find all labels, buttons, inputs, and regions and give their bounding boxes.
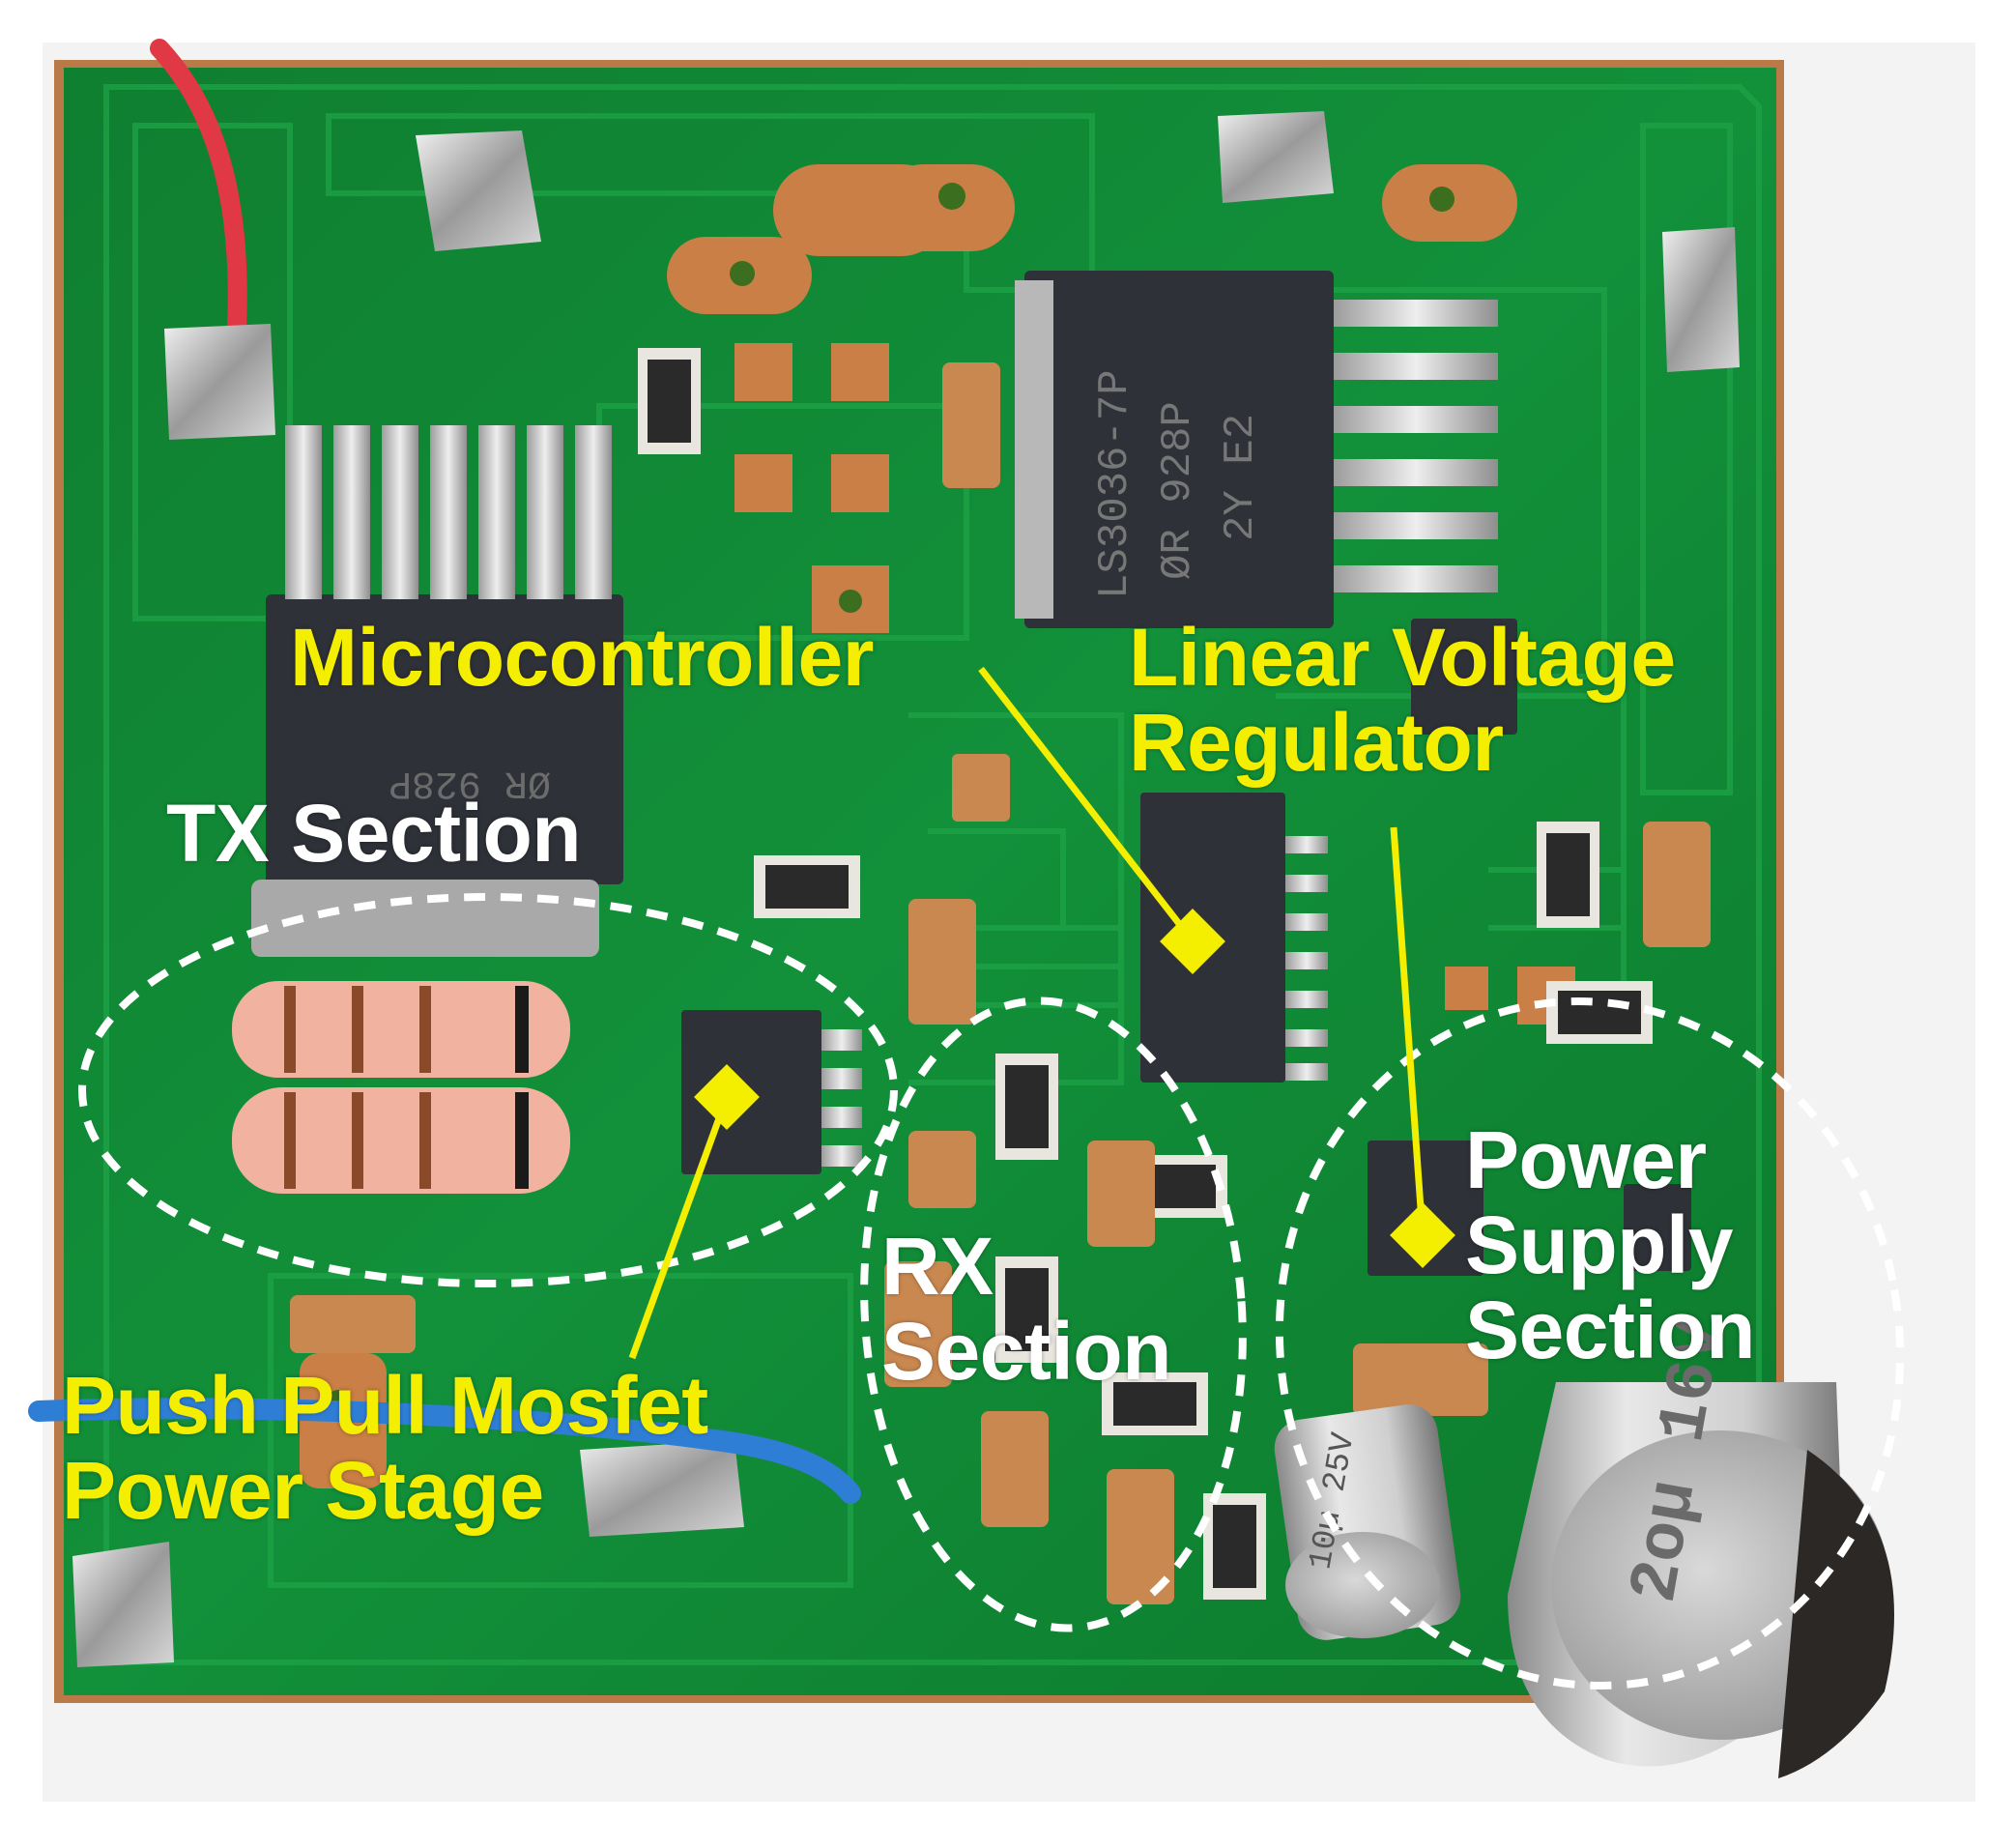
section-outlines <box>78 893 1905 1689</box>
regulator-diamond-icon <box>1390 1202 1455 1268</box>
regulator-marking-1: LS3036-7P <box>1091 369 1139 599</box>
regulator-callout-line <box>1390 826 1426 1236</box>
tx-section-outline <box>78 893 898 1287</box>
regulator-marking-2: ØR 928P <box>1154 401 1202 580</box>
smd-components <box>290 348 1711 1604</box>
blue-wire <box>28 1398 861 1504</box>
callouts <box>628 666 1455 1360</box>
rx-section-outline <box>860 996 1247 1632</box>
push-pull-label: Push Pull Mosfet Power Stage <box>62 1360 708 1536</box>
regulator-chip-top: LS3036-7P ØR 928P 2Y E2 <box>1015 271 1498 628</box>
large-capacitor: 2oµ 16V <box>1508 1315 1894 1778</box>
tx-section-label: TX Section <box>166 788 582 879</box>
power-supply-outline <box>1275 997 1905 1689</box>
tx-chip-marking: ØR 928P <box>389 761 551 804</box>
microcontroller-callout-line <box>978 666 1196 945</box>
pushpull-callout-line <box>628 1095 731 1360</box>
power-resistors <box>232 981 570 1194</box>
red-wire <box>150 39 247 338</box>
solder-tabs <box>72 111 1740 1667</box>
rx-section-label: RX Section <box>881 1221 1171 1397</box>
regulator-marking-3: 2Y E2 <box>1217 414 1265 541</box>
small-capacitor: 10µ 25V <box>1274 1404 1461 1640</box>
power-supply-section-label: Power Supply Section <box>1465 1114 1755 1375</box>
microcontroller-label: Microcontroller <box>290 612 874 703</box>
pushpull-diamond-icon <box>694 1064 760 1130</box>
linear-voltage-regulator-label: Linear Voltage Regulator <box>1129 612 1676 788</box>
microcontroller-chip <box>1140 793 1328 1083</box>
microcontroller-diamond-icon <box>1160 909 1225 974</box>
